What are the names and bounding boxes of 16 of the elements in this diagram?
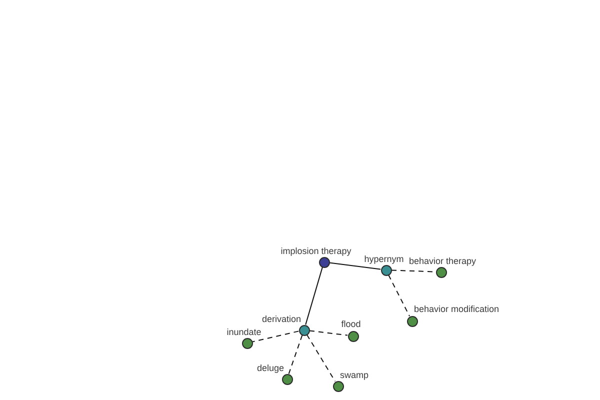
node-label: implosion therapy: [280, 246, 352, 256]
node-label: inundate: [226, 327, 262, 337]
node-label: behavior modification: [414, 304, 500, 314]
node-label: derivation: [262, 314, 301, 324]
node-label: hypernym: [364, 254, 404, 264]
dashed-connector: [309, 330, 348, 336]
node-label: flood: [341, 319, 361, 329]
node-label: behavior therapy: [409, 256, 476, 266]
node-label: deluge: [256, 363, 284, 373]
dashed-connector: [252, 330, 300, 342]
dashed-connector: [388, 274, 410, 317]
connector-line: [329, 262, 381, 270]
connector-line: [305, 266, 323, 326]
node-label: swamp: [340, 370, 369, 380]
dashed-connector: [306, 334, 336, 382]
dashed-connector: [288, 334, 303, 374]
